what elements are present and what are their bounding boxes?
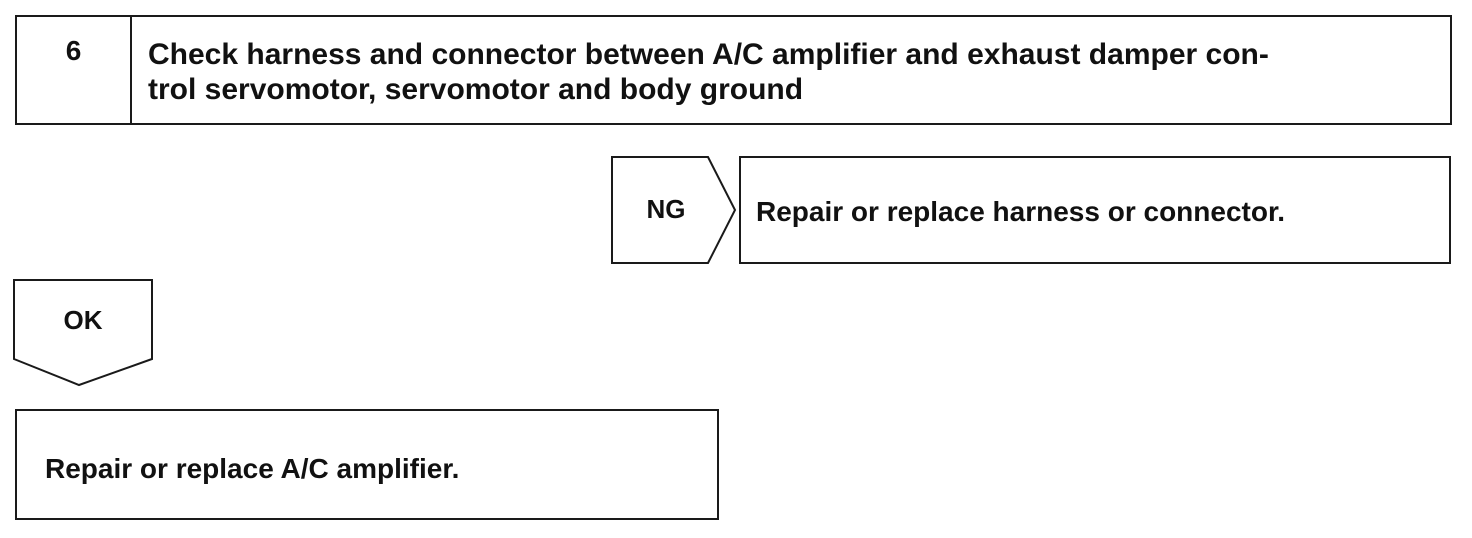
- step-title: Check harness and connector between A/C …: [148, 38, 1269, 106]
- ng-label: NG: [646, 194, 686, 224]
- step-number-cell: 6: [17, 17, 132, 123]
- ok-result-box: Repair or replace A/C amplifier.: [15, 409, 719, 520]
- ok-result-text: Repair or replace A/C amplifier.: [45, 453, 460, 484]
- ng-result-box: Repair or replace harness or connector.: [739, 156, 1451, 264]
- ok-label: OK: [63, 305, 103, 335]
- step-number: 6: [65, 35, 82, 66]
- step-header-box: 6 Check harness and connector between A/…: [15, 15, 1452, 125]
- ng-result-text: Repair or replace harness or connector.: [756, 196, 1286, 227]
- ng-arrow-shape: [611, 156, 737, 264]
- ok-arrow-shape: [13, 279, 153, 387]
